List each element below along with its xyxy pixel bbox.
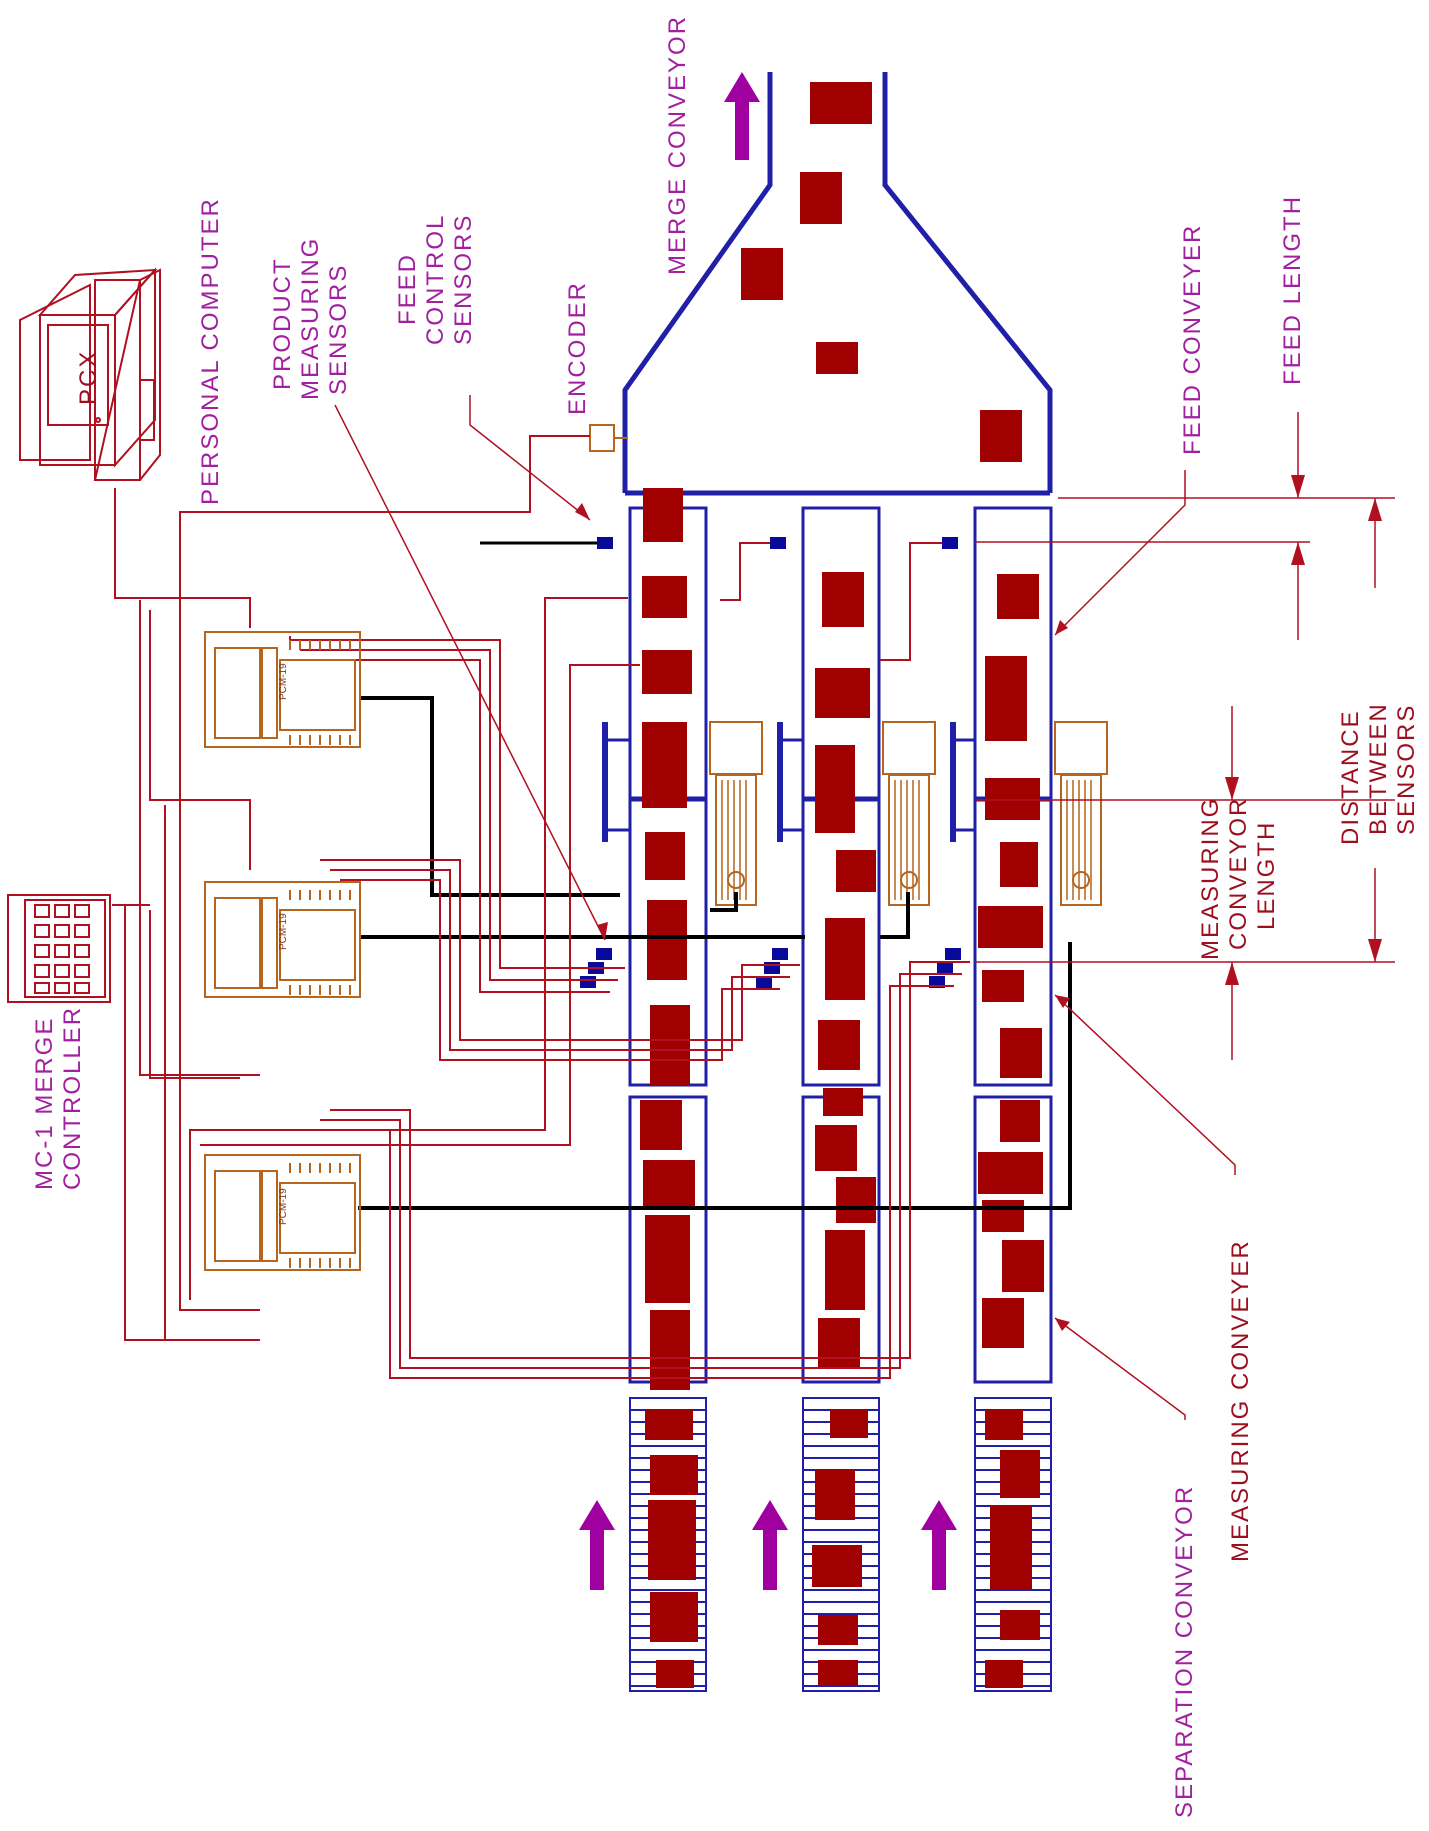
labels: MERGE CONVEYOR PERSONAL COMPUTER PRODUCT… — [31, 15, 1420, 1818]
dimension-arrows — [575, 475, 1382, 1331]
sensors — [580, 537, 961, 988]
measuring-conveyor-length-label-3: LENGTH — [1253, 821, 1280, 930]
merge-conveyor — [622, 72, 1053, 496]
keypad-icon — [7, 894, 111, 1003]
distance-between-sensors-label-2: BETWEEN — [1365, 702, 1392, 835]
product-measuring-sensor — [596, 948, 612, 960]
flow-arrow-icon — [579, 1500, 615, 1590]
encoder-label: ENCODER — [564, 281, 591, 415]
distance-between-sensors-label-3: SENSORS — [1393, 704, 1420, 835]
product-measuring-sensor — [772, 948, 788, 960]
feed-control-sensors-label-2: CONTROL — [422, 214, 449, 345]
feed-length-label: FEED LENGTH — [1279, 195, 1306, 385]
roller-products — [645, 1410, 1040, 1688]
mc1-merge-controller-label-1: MC-1 MERGE — [31, 1017, 58, 1190]
lane-3 — [973, 506, 1053, 1384]
red-wires — [112, 435, 970, 1379]
personal-computer-label: PERSONAL COMPUTER — [197, 197, 224, 505]
separation-conveyor — [973, 1095, 1053, 1384]
measuring-conveyor-length-label-2: CONVEYOR — [1225, 797, 1252, 950]
lane-1 — [628, 488, 708, 1390]
pcm-module-label: PCM-19 — [278, 663, 289, 700]
feed-conveyer-label: FEED CONVEYER — [1179, 224, 1206, 455]
product-measuring-sensor — [764, 962, 780, 974]
measuring-conveyor-length-label-1: MEASURING — [1197, 797, 1224, 960]
flow-arrow-icon — [752, 1500, 788, 1590]
black-wires — [358, 541, 1072, 1210]
pcm-module-icon — [204, 881, 361, 998]
product-measuring-sensors-label-2: MEASURING — [297, 237, 324, 400]
flow-arrow-icon — [921, 1500, 957, 1590]
feed-control-sensor — [597, 537, 613, 549]
product-measuring-sensors-label-1: PRODUCT — [269, 257, 296, 390]
measuring-conveyer-label: MEASURING CONVEYER — [1227, 1239, 1254, 1562]
product-measuring-sensors-label-3: SENSORS — [325, 264, 352, 395]
pcm-module-label: PCM-19 — [278, 1188, 289, 1225]
flow-arrows — [579, 72, 957, 1590]
feed-control-sensors-label-1: FEED — [394, 253, 421, 325]
lane-2 — [801, 506, 881, 1384]
personal-computer-icon — [19, 267, 161, 481]
product-measuring-sensor — [756, 976, 772, 988]
encoder-icon — [589, 424, 628, 452]
motor-icon — [950, 721, 1108, 906]
product-measuring-sensor — [945, 948, 961, 960]
feed-control-sensor — [770, 537, 786, 549]
pcm-module-label: PCM-19 — [278, 913, 289, 950]
pcm-module-icon — [204, 1154, 361, 1271]
feed-conveyor — [973, 506, 1053, 800]
mc1-merge-controller-label-2: CONTROLLER — [59, 1006, 86, 1190]
separation-conveyor-label: SEPARATION CONVEYOR — [1171, 1485, 1198, 1818]
product-measuring-sensor — [580, 976, 596, 988]
feed-control-sensors-label-3: SENSORS — [450, 214, 477, 345]
pcm-module-icon — [204, 631, 361, 748]
product-measuring-sensor — [937, 962, 953, 974]
pcx-label: PCX — [75, 350, 102, 405]
merge-conveyor-label: MERGE CONVEYOR — [664, 15, 691, 275]
motor-icon — [777, 721, 936, 906]
distance-between-sensors-label-1: DISTANCE — [1337, 709, 1364, 845]
flow-arrow-icon — [724, 72, 760, 160]
feed-control-sensor — [942, 537, 958, 549]
